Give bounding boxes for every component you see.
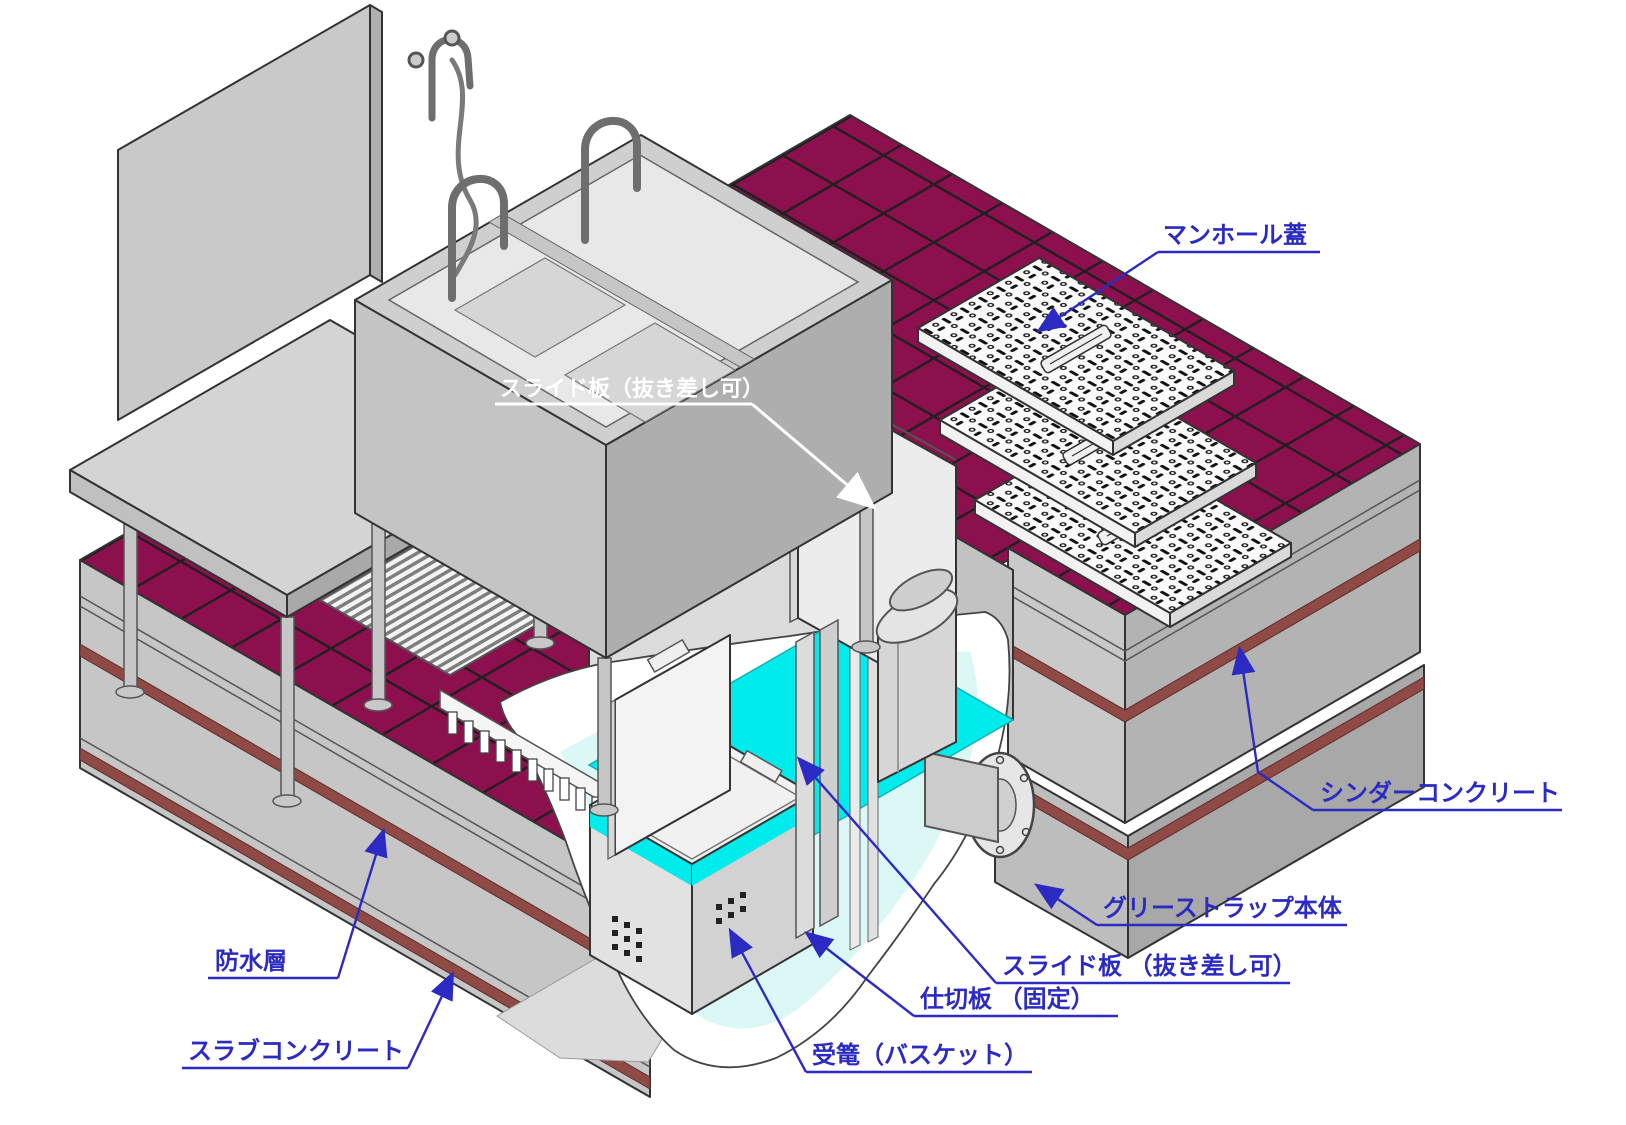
label-text-cinder-concrete: シンダーコンクリート bbox=[1320, 779, 1560, 807]
leader-slab-concrete bbox=[406, 970, 455, 1069]
label-text-grease-trap-body: グリーストラップ本体 bbox=[1103, 895, 1343, 922]
basket-handle bbox=[739, 749, 783, 784]
label-slab-concrete: スラブコンクリート bbox=[182, 970, 455, 1070]
label-text-slide-plate: スライド板 （抜き差し可） bbox=[1002, 952, 1297, 980]
label-text-slide-plate-white: スライド板（抜き差し可） bbox=[500, 376, 764, 401]
leader-manhole-cover bbox=[1035, 250, 1159, 333]
label-text-waterproof-layer: 防水層 bbox=[215, 947, 287, 975]
label-text-manhole-cover: マンホール蓋 bbox=[1163, 222, 1307, 249]
leader-basket bbox=[728, 927, 808, 1073]
manhole-cover bbox=[917, 257, 1235, 456]
sink-unit bbox=[354, 29, 893, 817]
manhole-covers bbox=[917, 257, 1292, 628]
label-grease-trap-body: グリーストラップ本体 bbox=[1033, 883, 1347, 927]
leader-slide-plate bbox=[796, 756, 997, 984]
label-text-basket: 受篭（バスケット） bbox=[812, 1041, 1028, 1069]
sink-divider bbox=[487, 213, 756, 368]
leader-partition-plate bbox=[804, 931, 915, 1017]
leader-waterproof-layer bbox=[336, 827, 388, 979]
leader-cinder-concrete bbox=[1231, 645, 1314, 811]
faucets bbox=[407, 29, 641, 302]
leader-grease-trap-body bbox=[1033, 883, 1098, 927]
sink-legs bbox=[363, 492, 881, 817]
basket bbox=[589, 734, 814, 1015]
label-manhole-cover: マンホール蓋 bbox=[1035, 222, 1320, 333]
label-basket: 受篭（バスケット） bbox=[728, 927, 1032, 1074]
label-slide-plate: スライド板 （抜き差し可） bbox=[796, 756, 1297, 985]
basket-perforations bbox=[612, 892, 746, 962]
outlet-pipe bbox=[875, 568, 1036, 859]
label-text-partition-plate: 仕切板 （固定） bbox=[919, 985, 1095, 1013]
label-slide-plate-white: スライド板（抜き差し可） bbox=[495, 376, 877, 510]
callout-labels: マンホール蓋 スライド板（抜き差し可） シンダーコンクリート グリーストラップ本… bbox=[182, 222, 1562, 1074]
leader-slide-plate-white bbox=[751, 402, 877, 510]
label-partition-plate: 仕切板 （固定） bbox=[804, 931, 1118, 1018]
label-waterproof-layer: 防水層 bbox=[208, 827, 388, 980]
waterproof-stripe-left-lower bbox=[79, 747, 651, 1090]
label-cinder-concrete: シンダーコンクリート bbox=[1231, 645, 1562, 812]
label-text-slab-concrete: スラブコンクリート bbox=[188, 1037, 404, 1065]
